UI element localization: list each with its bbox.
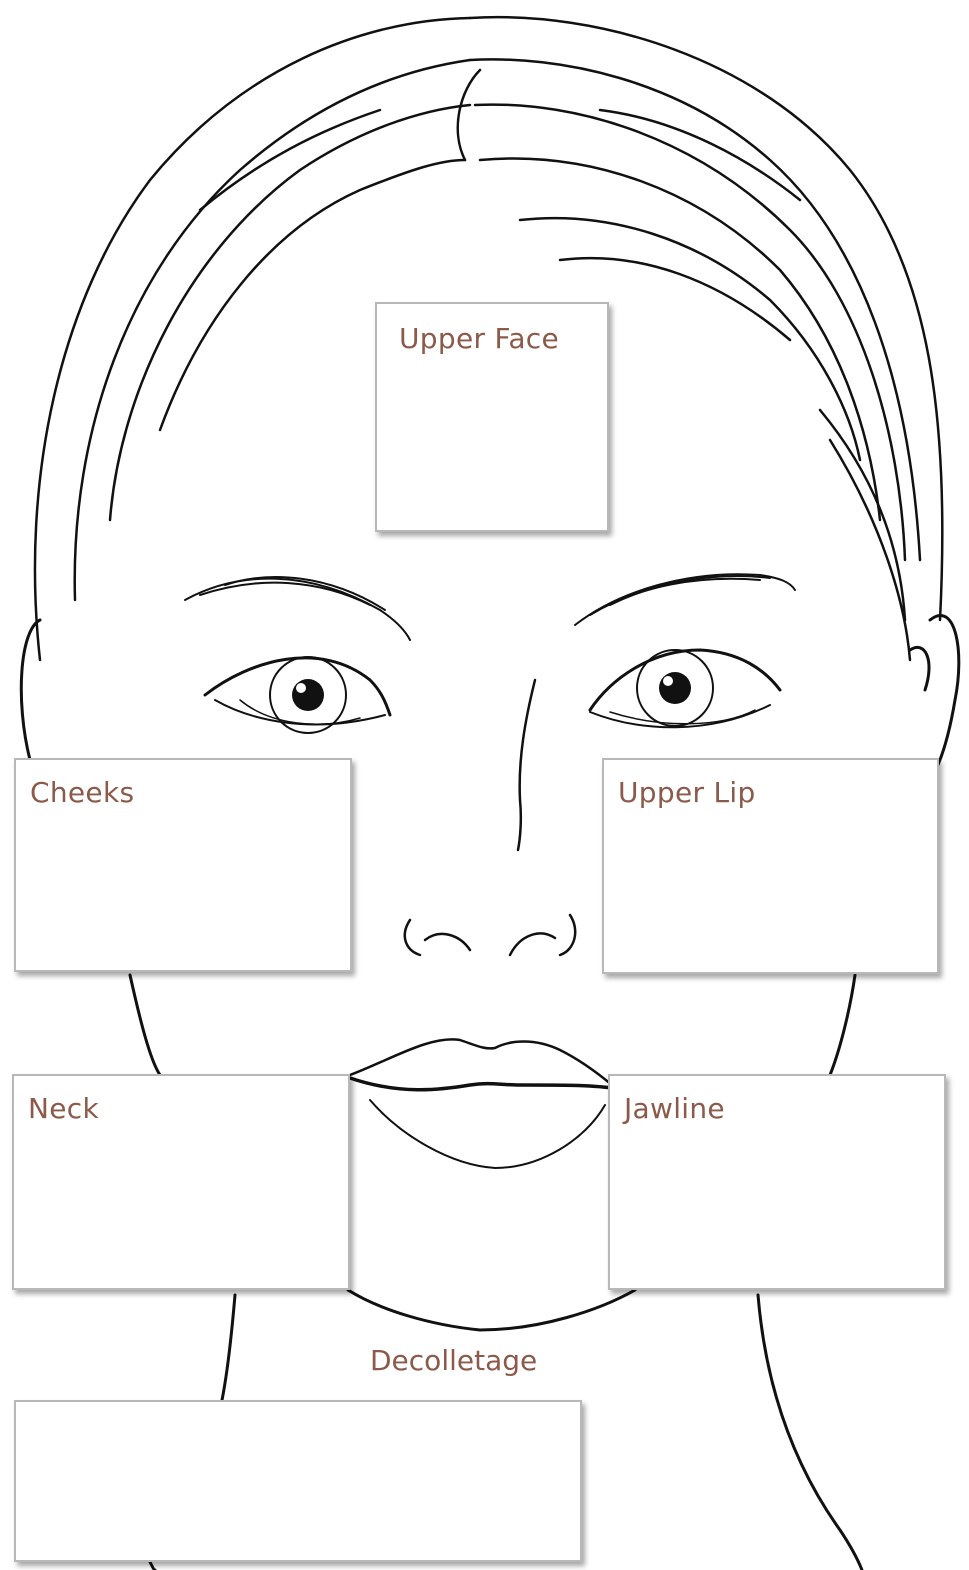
cheeks-box[interactable]: Cheeks bbox=[14, 758, 352, 972]
jawline-box[interactable]: Jawline bbox=[608, 1074, 946, 1290]
upper-lip-box[interactable]: Upper Lip bbox=[602, 758, 939, 974]
decolletage-box[interactable] bbox=[14, 1400, 582, 1562]
left-eye bbox=[205, 657, 390, 733]
cheeks-label: Cheeks bbox=[30, 776, 134, 809]
upper-lip-label: Upper Lip bbox=[618, 776, 756, 809]
jawline-label: Jawline bbox=[624, 1092, 725, 1125]
eyebrow-strokes bbox=[185, 574, 795, 640]
nose-strokes bbox=[405, 680, 575, 955]
lips-strokes bbox=[350, 1039, 612, 1168]
neck-label: Neck bbox=[28, 1092, 99, 1125]
upper-face-label: Upper Face bbox=[399, 322, 559, 355]
neck-box[interactable]: Neck bbox=[12, 1074, 350, 1290]
upper-face-box[interactable]: Upper Face bbox=[375, 302, 609, 532]
right-eye bbox=[590, 650, 780, 727]
decolletage-label: Decolletage bbox=[370, 1344, 537, 1377]
